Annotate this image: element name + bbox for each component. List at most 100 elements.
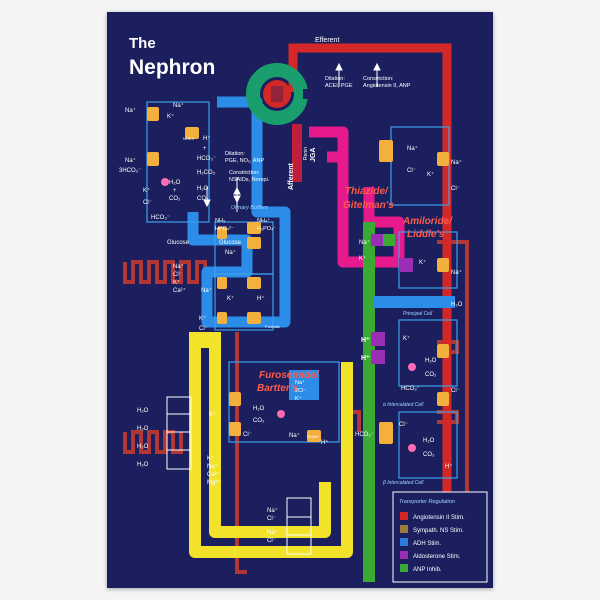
pt-na-1: Na⁺ (125, 107, 136, 114)
principal-cell-label: Principal Cell (403, 311, 433, 317)
pt-nhe3: NHE3 (183, 136, 194, 141)
cd-h2o-3: H₂O (423, 438, 435, 444)
legend-items: Angiotensin II Stim.Sympath. NS Stim.ADH… (400, 512, 465, 573)
afferent-dilation-agents: PGE, NO₂, ANP (225, 158, 264, 164)
pt-k-3: K⁺ (173, 279, 180, 286)
pt-na-6: Na⁺ (201, 287, 212, 294)
loop-h2o-5: H₂O (137, 444, 149, 450)
afferent-dilation-label: Dilation: (225, 151, 245, 157)
efferent-dilation-agents: ACEI, PGE (325, 83, 353, 89)
beta-cell-label: β Intercalated Cell (382, 480, 424, 486)
pt-k-5: K⁺ (199, 315, 206, 322)
loop-na-5: Na⁺ (267, 529, 278, 536)
afferent-constriction-label: Constriction: (229, 170, 260, 176)
thiazide-line1: Thiazide/ (345, 186, 389, 197)
carbonic-anhydrase-dots (161, 178, 416, 452)
pt-k-2: K⁺ (143, 187, 150, 194)
pt-na-2: Na⁺ (173, 102, 184, 109)
legend-swatch (400, 538, 408, 546)
loop-k-2: K⁺ (209, 411, 216, 418)
loop-descending-cap (189, 332, 221, 344)
legend-swatch (400, 564, 408, 572)
loop-na: Na⁺ (295, 379, 305, 386)
legend-swatch (400, 525, 408, 533)
legend-label: ANP Inhib. (413, 567, 442, 573)
regulated-channels (371, 234, 419, 364)
renin-label: Renin (303, 147, 309, 160)
cd-k-1: K⁺ (359, 255, 366, 262)
cd-na-2: Na⁺ (451, 269, 462, 276)
pt-cl-2: Cl⁻ (173, 272, 182, 278)
pt-hco3-1: HCO₃⁻ (197, 156, 216, 162)
loop-na-4: Na⁺ (267, 507, 278, 514)
pt-3hco3: 3HCO₃⁻ (119, 168, 141, 174)
nkcc2-box (289, 370, 319, 400)
loop-ca: Ca²⁺ (207, 471, 220, 478)
efferent-constriction-agents: Angiotensin II, ANP (363, 83, 411, 89)
loop-h2o-2: H₂O (253, 406, 265, 412)
nephron-poster: Angiotensin II Stim.Sympath. NS Stim.ADH… (107, 12, 493, 588)
loop-cl-2: Cl⁻ (267, 516, 276, 522)
loop-h2o-4: H₂O (137, 426, 149, 432)
afferent-constriction-agents: NSAIDs, Norepi. (229, 177, 270, 183)
urinary-buffers-label: Urinary Buffers (231, 205, 268, 211)
loop-na-3: Na⁺ (207, 463, 218, 470)
flow-arrows (203, 62, 381, 212)
cd-k-3: K⁺ (403, 335, 410, 342)
pt-k-4: K⁺ (227, 295, 234, 302)
legend-swatch (400, 512, 408, 520)
legend: Angiotensin II Stim.Sympath. NS Stim.ADH… (392, 491, 488, 583)
pt-k-1: K⁺ (167, 113, 174, 120)
pt-hpo4: HPO₄²⁻ (215, 226, 234, 232)
cd-h-1: H⁺ (361, 337, 370, 344)
amiloride-line1: Amiloride/ (402, 216, 453, 227)
loop-2cl: 2Cl⁻ (295, 388, 306, 394)
pt-h-2: H⁺ (257, 295, 265, 302)
cd-co2-2: CO₂ (423, 452, 435, 458)
cd-h-3: H⁺ (445, 463, 453, 470)
loop-co2: CO₂ (253, 418, 265, 424)
pt-h: H⁺ (203, 135, 211, 142)
glomerulus (246, 63, 313, 125)
cd-h-2: H⁺ (361, 355, 370, 362)
loop-romk: ROMK (307, 434, 319, 439)
pt-formate: Formate (265, 324, 281, 329)
loop-h: H⁺ (321, 439, 329, 446)
pt-ca: Ca²⁺ (173, 287, 186, 294)
loop-k: K⁺ (295, 395, 302, 402)
cd-co2: CO₂ (425, 372, 437, 378)
alpha-cell-label: α Intercalated Cell (383, 402, 424, 408)
pt-co2-1: CO₂ (169, 196, 181, 202)
title-prefix: The (129, 35, 156, 52)
thiazide-line2: Gitelman's (343, 200, 394, 211)
pt-nh4: NH₄⁺ (257, 217, 270, 224)
dct-na-2: Na⁺ (451, 159, 462, 166)
loop-k-3: K⁺ (207, 455, 214, 462)
pt-plus-2: + (173, 188, 177, 194)
jga-label: JGA (310, 148, 317, 162)
pt-glucose-2: Glucose (219, 240, 242, 246)
cd-k-2: K⁺ (419, 259, 426, 266)
nephron-diagram: Angiotensin II Stim.Sympath. NS Stim.ADH… (119, 35, 488, 583)
afferent-label: Afferent (288, 162, 295, 190)
efferent-label: Efferent (315, 37, 339, 44)
cd-cl-1: Cl⁻ (451, 388, 460, 394)
dct-na-1: Na⁺ (407, 145, 418, 152)
pt-na-4: Na⁺ (225, 249, 236, 256)
amiloride-line2: Liddle's (407, 229, 445, 240)
loop-h2o-6: H₂O (137, 462, 149, 468)
loop-h2o-3: H₂O (137, 408, 149, 414)
loop-mg: Mg²⁺ (207, 479, 221, 486)
pt-co2-2: CO₂ (197, 196, 209, 202)
furosemide-line1: Furosemide/ (259, 370, 320, 381)
furosemide-line2: Bartter's (257, 383, 298, 394)
dct-cl-2: Cl⁻ (451, 186, 460, 192)
pt-hco3-2: HCO₃⁻ (151, 215, 170, 221)
efferent-constriction-label: Constriction: (363, 76, 394, 82)
pt-glucose-1: Glucose (167, 240, 190, 246)
cd-na-1: Na⁺ (359, 239, 370, 246)
legend-label: Aldosterone Stim. (413, 554, 461, 560)
pt-h2co3: H₂CO₃ (197, 170, 216, 176)
cd-hco3-2: HCO₃⁻ (355, 432, 374, 438)
proximal-tubule (187, 96, 291, 328)
